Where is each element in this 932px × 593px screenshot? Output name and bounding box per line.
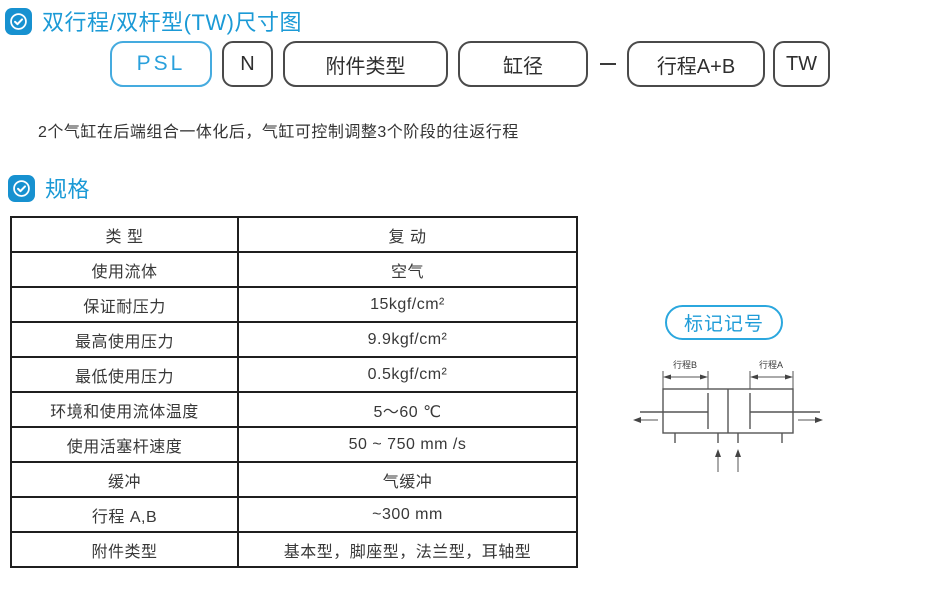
spec-label-cell: 行程 A,B [10,496,239,533]
table-row: 类 型 复 动 [10,216,578,253]
code-box-bore: 缸径 [458,41,588,87]
spec-value-cell: 复 动 [237,216,578,253]
spec-value-cell: 5～60 ℃ [237,391,578,428]
spec-value-cell: 50 ~ 750 mm /s [237,426,578,463]
spec-label-cell: 最高使用压力 [10,321,239,358]
table-row: 使用活塞杆速度 50 ~ 750 mm /s [10,426,578,463]
code-box-tw: TW [773,41,830,87]
section-header-dimensions: 双行程/双杆型(TW)尺寸图 [5,5,302,37]
arrowhead-left [633,417,641,423]
spec-value-cell: 0.5kgf/cm² [237,356,578,393]
spec-label-cell: 附件类型 [10,531,239,568]
table-row: 保证耐压力 15kgf/cm² [10,286,578,323]
spec-value-cell: 15kgf/cm² [237,286,578,323]
spec-table: 类 型 复 动 使用流体 空气 保证耐压力 15kgf/cm² 最高使用压力 9… [10,216,578,568]
cylinder-schematic-diagram: 行程B 行程A [633,359,823,472]
arrowhead-right [815,417,823,423]
check-circle-icon [8,174,35,202]
stroke-b-label: 行程B [673,359,697,370]
spec-label-cell: 缓冲 [10,461,239,498]
section-title: 双行程/双杆型(TW)尺寸图 [42,10,302,35]
spec-label-cell: 使用活塞杆速度 [10,426,239,463]
stroke-a-label: 行程A [759,359,783,370]
code-dash-separator [588,41,627,87]
arrowhead [663,374,671,380]
spec-value-cell: 气缓冲 [237,461,578,498]
code-box-accessory-type: 附件类型 [283,41,448,87]
arrowhead-up [735,449,741,457]
arrowhead [750,374,758,380]
mark-symbol-badge: 标记记号 [665,305,783,340]
table-row: 行程 A,B ~300 mm [10,496,578,533]
section-header-specs: 规格 [8,172,90,204]
table-row: 使用流体 空气 [10,251,578,288]
table-row: 最低使用压力 0.5kgf/cm² [10,356,578,393]
spec-label-cell: 环境和使用流体温度 [10,391,239,428]
table-row: 环境和使用流体温度 5～60 ℃ [10,391,578,428]
code-box-stroke: 行程A+B [627,41,765,87]
table-row: 最高使用压力 9.9kgf/cm² [10,321,578,358]
spec-value-cell: 9.9kgf/cm² [237,321,578,358]
description-text: 2个气缸在后端组合一体化后，气缸可控制调整3个阶段的往返行程 [38,124,519,141]
spec-label-cell: 最低使用压力 [10,356,239,393]
spec-label-cell: 保证耐压力 [10,286,239,323]
spec-label-cell: 类 型 [10,216,239,253]
section-title: 规格 [45,177,91,202]
model-code-row: PSL N 附件类型 缸径 行程A+B TW [110,41,830,87]
arrowhead-up [715,449,721,457]
check-circle-icon [5,7,32,35]
table-row: 缓冲 气缓冲 [10,461,578,498]
code-box-n: N [222,41,273,87]
table-row: 附件类型 基本型，脚座型，法兰型，耳轴型 [10,531,578,568]
arrowhead [785,374,793,380]
arrowhead [700,374,708,380]
spec-value-cell: 基本型，脚座型，法兰型，耳轴型 [237,531,578,568]
spec-value-cell: 空气 [237,251,578,288]
spec-label-cell: 使用流体 [10,251,239,288]
spec-value-cell: ~300 mm [237,496,578,533]
code-box-series: PSL [110,41,212,87]
